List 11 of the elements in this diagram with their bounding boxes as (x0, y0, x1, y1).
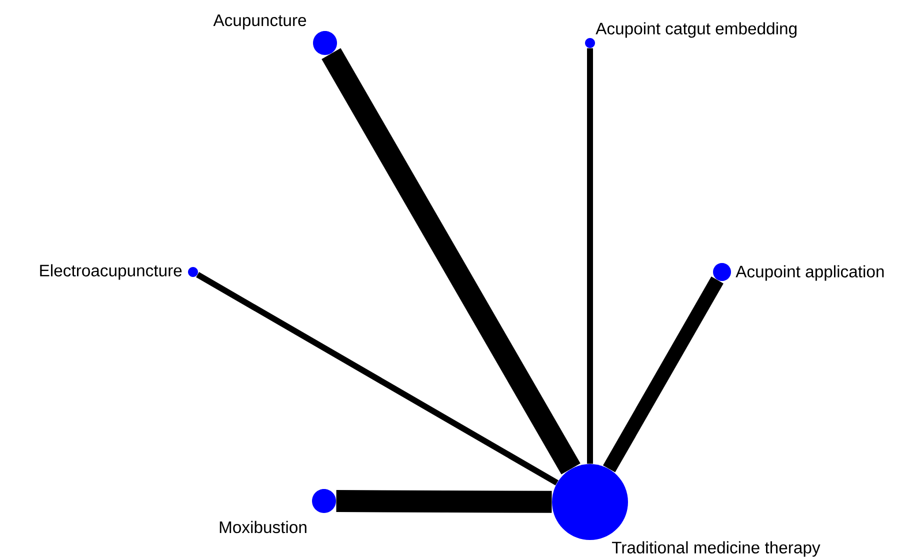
node-label: Acupoint application (736, 265, 884, 281)
network-edge (322, 48, 580, 474)
network-edge (196, 272, 558, 486)
node-label: Electroacupuncture (40, 264, 182, 280)
network-edge (587, 48, 593, 464)
network-edge (336, 490, 552, 513)
node-label: Moxibustion (220, 520, 306, 534)
network-edge (602, 276, 724, 472)
node-label: Acupoint catgut embedding (596, 22, 796, 38)
node-label: Traditional medicine therapy (612, 541, 820, 557)
node-label: Acupuncture (213, 14, 306, 30)
